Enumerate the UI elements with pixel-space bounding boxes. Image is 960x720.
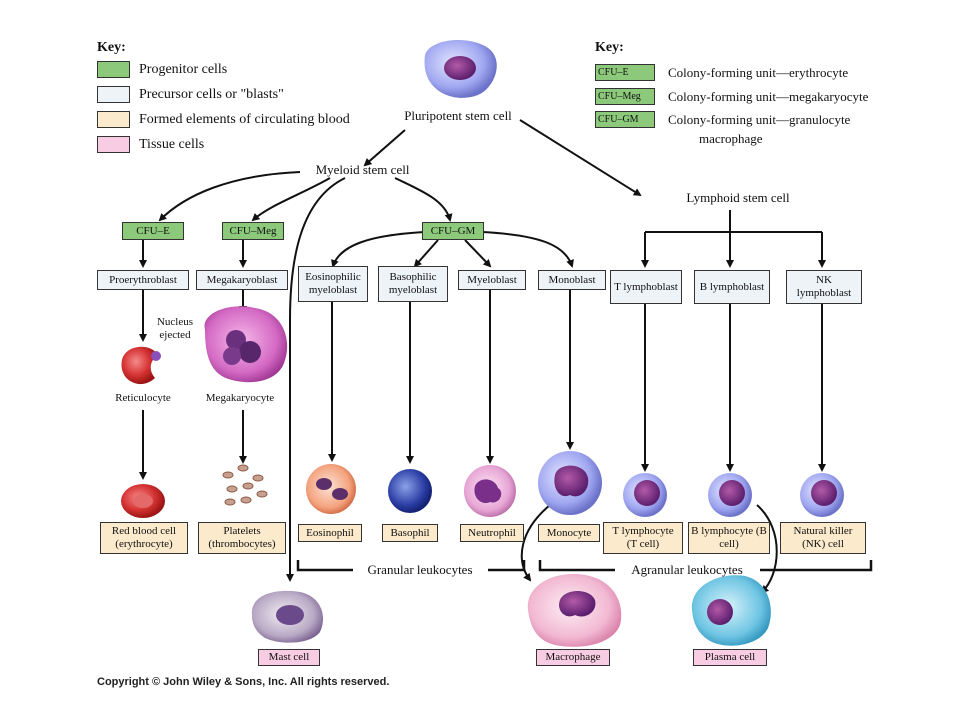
key-heading-left: Key:	[97, 40, 126, 55]
key-swatch-tissue	[97, 136, 130, 153]
agranular-leukocytes-label: Agranular leukocytes	[631, 562, 743, 577]
nucleus-ejected-label: Nucleus ejected	[156, 316, 194, 341]
cfu-gm-box: CFU–GM	[422, 222, 484, 240]
myeloblast-box: Myeloblast	[458, 270, 526, 290]
arrow-to-myeloid	[363, 129, 406, 167]
reticulocyte-label: Reticulocyte	[115, 392, 171, 404]
basophil-box: Basophil	[382, 524, 438, 542]
key-swatch-formed	[97, 111, 130, 128]
cfu-meg-box: CFU–Meg	[222, 222, 284, 240]
t-lymphoblast-box: T lymphoblast	[610, 270, 682, 304]
agranular-bracket	[538, 560, 873, 572]
megakaryoblast-box: Megakaryoblast	[196, 270, 288, 290]
key-label-tissue: Tissue cells	[139, 137, 205, 152]
key-meaning-cfu-gm: Colony-forming unit—granulocyte	[668, 112, 851, 127]
eosinophilic-myeloblast-box: Eosinophilic myeloblast	[298, 266, 368, 302]
key-code-cfu-gm: CFU–GM	[595, 111, 655, 128]
proerythroblast-box: Proerythroblast	[97, 270, 189, 290]
t-lymphocyte-box: T lymphocyte (T cell)	[603, 522, 683, 554]
mast-cell-box: Mast cell	[258, 649, 320, 666]
copyright-notice: Copyright © John Wiley & Sons, Inc. All …	[97, 676, 390, 688]
neutrophil-box: Neutrophil	[460, 524, 524, 542]
key-swatch-progenitor	[97, 61, 130, 78]
key-swatch-precursor	[97, 86, 130, 103]
lymphoid-stem-cell-label: Lymphoid stem cell	[686, 190, 790, 205]
megakaryocyte-label: Megakaryocyte	[205, 392, 275, 404]
arrow-to-cfu-gm	[394, 177, 453, 222]
plasma-cell-box: Plasma cell	[693, 649, 767, 666]
arrow-to-lymphoid	[519, 119, 642, 197]
granular-bracket	[296, 560, 526, 572]
key-code-cfu-e: CFU–E	[595, 64, 655, 81]
key-meaning-cfu-e: Colony-forming unit—erythrocyte	[668, 65, 849, 80]
key-heading-right: Key:	[595, 40, 624, 55]
key-label-formed: Formed elements of circulating blood	[139, 112, 350, 127]
nk-cell-box: Natural killer (NK) cell	[780, 522, 866, 554]
arrow-to-cfu-meg	[251, 177, 331, 222]
basophilic-myeloblast-box: Basophilic myeloblast	[378, 266, 448, 302]
red-blood-cell-box: Red blood cell (erythrocyte)	[100, 522, 188, 554]
key-meaning-cfu-gm-line2: macrophage	[699, 131, 763, 146]
monoblast-box: Monoblast	[538, 270, 606, 290]
key-label-precursor: Precursor cells or "blasts"	[139, 87, 284, 102]
macrophage-box: Macrophage	[536, 649, 610, 666]
pluripotent-stem-cell-label: Pluripotent stem cell	[404, 108, 512, 123]
cfu-e-box: CFU–E	[122, 222, 184, 240]
key-code-cfu-meg: CFU–Meg	[595, 88, 655, 105]
key-label-progenitor: Progenitor cells	[139, 62, 228, 77]
b-lymphoblast-box: B lymphoblast	[694, 270, 770, 304]
arrow-to-cfu-e	[158, 171, 301, 222]
key-meaning-cfu-meg: Colony-forming unit—megakaryocyte	[668, 89, 869, 104]
myeloid-stem-cell-label: Myeloid stem cell	[315, 162, 410, 177]
b-lymphocyte-box: B lymphocyte (B cell)	[688, 522, 770, 554]
eosinophil-box: Eosinophil	[298, 524, 362, 542]
arrow-to-mast-cell	[286, 177, 346, 582]
granular-leukocytes-label: Granular leukocytes	[367, 562, 473, 577]
monocyte-box: Monocyte	[538, 524, 600, 542]
platelets-box: Platelets (thrombocytes)	[198, 522, 286, 554]
nk-lymphoblast-box: NK lymphoblast	[786, 270, 862, 304]
